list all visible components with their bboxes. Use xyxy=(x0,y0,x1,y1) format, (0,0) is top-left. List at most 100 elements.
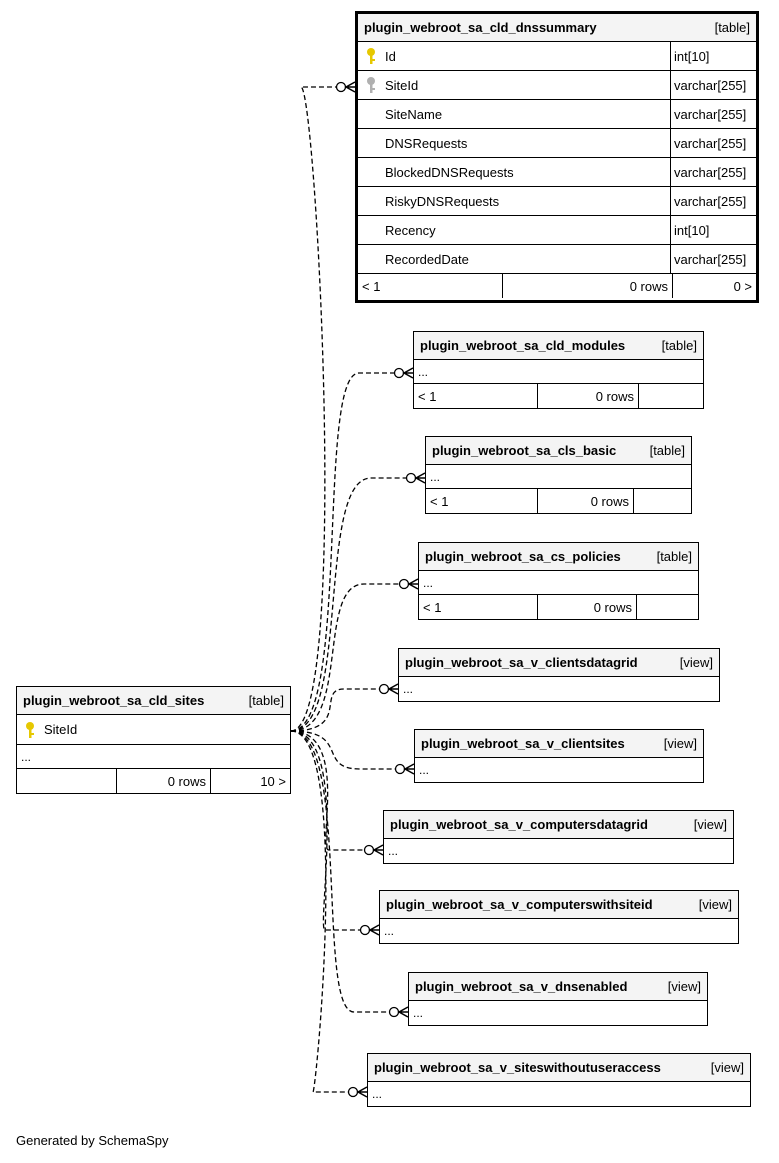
primary-key-icon xyxy=(367,48,375,64)
columns-ellipsis: ... xyxy=(388,844,399,858)
table-box[interactable]: plugin_webroot_sa_cs_policies[table]...<… xyxy=(418,542,699,620)
crows-foot-marker xyxy=(368,924,380,936)
table-type: [table] xyxy=(661,338,697,353)
crows-foot-marker xyxy=(407,578,419,590)
column-row: RiskyDNSRequests varchar[255] xyxy=(358,187,756,216)
column-type: varchar[255] xyxy=(670,158,756,186)
table-type: [view] xyxy=(693,817,727,832)
crows-foot-marker xyxy=(372,844,384,856)
table-header: plugin_webroot_sa_v_clientsdatagrid [view… xyxy=(399,649,719,677)
parents-count[interactable]: < 1 xyxy=(419,595,538,619)
table-type: [view] xyxy=(663,736,697,751)
row-count: 0 rows xyxy=(538,489,634,513)
table-type: [view] xyxy=(698,897,732,912)
crows-foot-marker xyxy=(387,683,399,695)
table-dnssummary[interactable]: plugin_webroot_sa_cld_dnssummary [table]… xyxy=(355,11,759,303)
table-box[interactable]: plugin_webroot_sa_cld_modules [table]...<… xyxy=(413,331,704,409)
parents-count[interactable] xyxy=(17,769,117,793)
column-type: varchar[255] xyxy=(670,187,756,215)
parents-count[interactable]: < 1 xyxy=(414,384,538,408)
table-header: plugin_webroot_sa_cld_dnssummary [table] xyxy=(358,14,756,42)
children-count[interactable] xyxy=(634,489,691,513)
crows-foot-marker xyxy=(402,367,414,379)
optional-marker xyxy=(388,1006,400,1018)
table-name[interactable]: plugin_webroot_sa_cld_dnssummary xyxy=(364,20,597,35)
column-type: int[10] xyxy=(670,216,756,244)
optional-marker xyxy=(347,1086,359,1098)
children-count[interactable]: 10 > xyxy=(260,773,286,789)
table-type: [table] xyxy=(656,549,692,564)
table-name[interactable]: plugin_webroot_sa_v_clientsdatagrid xyxy=(405,655,638,670)
table-name[interactable]: plugin_webroot_sa_cls_basic xyxy=(432,443,617,458)
table-header: plugin_webroot_sa_v_siteswithoutuseracce… xyxy=(368,1054,750,1082)
view-box[interactable]: plugin_webroot_sa_v_dnsenabled [view]... xyxy=(408,972,708,1026)
column-name: RecordedDate xyxy=(385,251,469,267)
table-box[interactable]: plugin_webroot_sa_cls_basic[table]...< 1… xyxy=(425,436,692,514)
column-name: SiteName xyxy=(385,106,443,122)
children-count[interactable] xyxy=(639,384,703,408)
table-header: plugin_webroot_sa_cld_sites [table] xyxy=(17,687,290,715)
columns-ellipsis: ... xyxy=(419,763,430,777)
row-count: 0 rows xyxy=(503,274,673,298)
table-type: [table] xyxy=(248,693,284,708)
columns-ellipsis: ... xyxy=(413,1006,424,1020)
optional-marker xyxy=(378,683,390,695)
table-header: plugin_webroot_sa_v_computerswithsiteid [… xyxy=(380,891,738,919)
view-box[interactable]: plugin_webroot_sa_v_clientsdatagrid [view… xyxy=(398,648,720,702)
children-count[interactable] xyxy=(637,595,698,619)
view-box[interactable]: plugin_webroot_sa_v_clientsites [view]... xyxy=(414,729,704,783)
children-count[interactable]: 0 > xyxy=(733,278,752,294)
parents-count[interactable]: < 1 xyxy=(426,489,538,513)
optional-marker xyxy=(398,578,410,590)
credit-text: Generated by SchemaSpy xyxy=(16,1133,169,1148)
relationship-line xyxy=(290,477,411,732)
columns-ellipsis: ... xyxy=(414,360,703,384)
relationship-line xyxy=(290,688,384,732)
table-name[interactable]: plugin_webroot_sa_v_siteswithoutuseracce… xyxy=(374,1060,661,1075)
table-name[interactable]: plugin_webroot_sa_cs_policies xyxy=(425,549,621,564)
column-row: SiteId xyxy=(17,715,290,745)
relationship-line xyxy=(290,730,365,931)
columns-ellipsis: ... xyxy=(372,1087,383,1101)
primary-key-icon xyxy=(26,721,34,738)
view-box[interactable]: plugin_webroot_sa_v_computerswithsiteid [… xyxy=(379,890,739,944)
table-name[interactable]: plugin_webroot_sa_cld_modules xyxy=(420,338,626,353)
table-header: plugin_webroot_sa_v_computersdatagrid [vi… xyxy=(384,811,733,839)
table-name[interactable]: plugin_webroot_sa_v_computerswithsiteid xyxy=(386,897,653,912)
relationship-line xyxy=(290,372,399,732)
table-type: [view] xyxy=(710,1060,744,1075)
columns-ellipsis: ... xyxy=(403,682,414,696)
table-type: [view] xyxy=(667,979,701,994)
optional-marker xyxy=(394,763,406,775)
columns-ellipsis: ... xyxy=(426,465,691,489)
foreign-key-icon xyxy=(367,77,375,93)
table-header: plugin_webroot_sa_cs_policies [table] xyxy=(419,543,698,571)
view-box[interactable]: plugin_webroot_sa_v_computersdatagrid [vi… xyxy=(383,810,734,864)
column-name: BlockedDNSRequests xyxy=(385,164,514,180)
column-row: BlockedDNSRequests varchar[255] xyxy=(358,158,756,187)
table-name[interactable]: plugin_webroot_sa_v_clientsites xyxy=(421,736,625,751)
table-type: [view] xyxy=(679,655,713,670)
column-name: RiskyDNSRequests xyxy=(385,193,500,209)
optional-marker xyxy=(359,924,371,936)
table-header: plugin_webroot_sa_v_dnsenabled [view] xyxy=(409,973,707,1001)
parents-count[interactable]: < 1 xyxy=(358,274,503,298)
crows-foot-marker xyxy=(356,1086,368,1098)
table-name[interactable]: plugin_webroot_sa_cld_sites xyxy=(23,693,205,708)
table-name[interactable]: plugin_webroot_sa_v_dnsenabled xyxy=(415,979,628,994)
table-name[interactable]: plugin_webroot_sa_v_computersdatagrid xyxy=(390,817,648,832)
column-name: Id xyxy=(385,48,396,64)
table-cld-sites[interactable]: plugin_webroot_sa_cld_sites [table] Site… xyxy=(16,686,291,794)
view-box[interactable]: plugin_webroot_sa_v_siteswithoutuseracce… xyxy=(367,1053,751,1107)
columns-ellipsis: ... xyxy=(384,924,395,938)
table-header: plugin_webroot_sa_cld_modules [table] xyxy=(414,332,703,360)
table-header: plugin_webroot_sa_v_clientsites [view] xyxy=(415,730,703,758)
optional-marker xyxy=(363,844,375,856)
column-type: varchar[255] xyxy=(670,100,756,128)
